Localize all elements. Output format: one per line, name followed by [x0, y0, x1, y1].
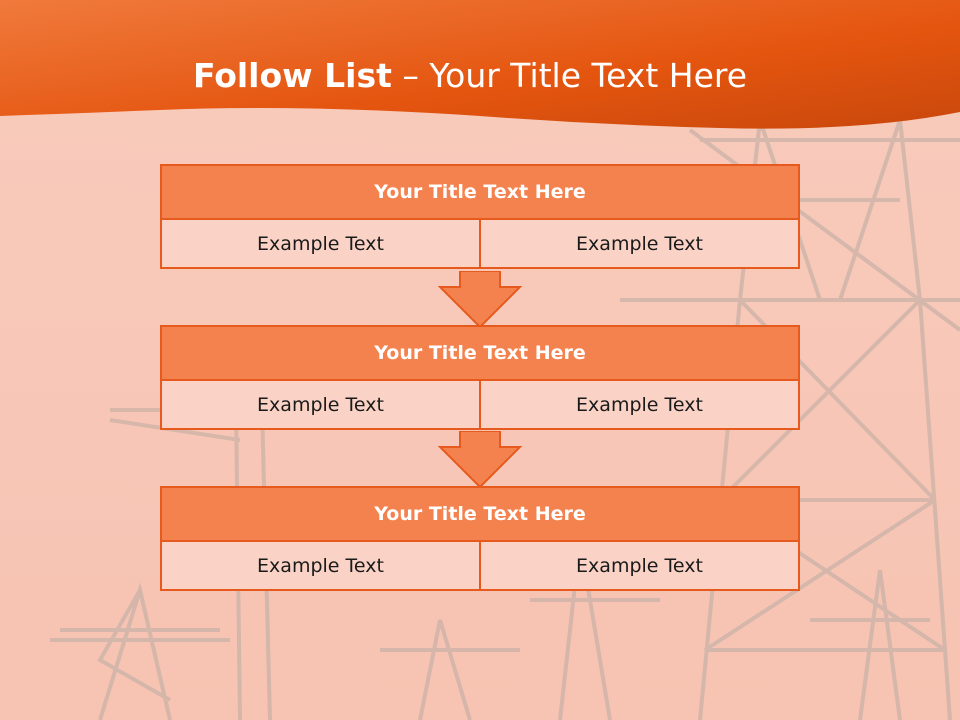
- step-row: Example Text Example Text: [160, 220, 800, 269]
- step-title: Your Title Text Here: [160, 164, 800, 220]
- step-row: Example Text Example Text: [160, 542, 800, 591]
- title-rest: – Your Title Text Here: [391, 56, 748, 95]
- down-arrow-icon: [438, 271, 522, 329]
- title-bold: Follow List: [192, 56, 392, 95]
- step-cell-left: Example Text: [257, 232, 384, 255]
- step-cell-left: Example Text: [257, 393, 384, 416]
- step-block-3: Your Title Text Here Example Text Exampl…: [160, 486, 800, 591]
- step-block-1: Your Title Text Here Example Text Exampl…: [160, 164, 800, 269]
- step-row: Example Text Example Text: [160, 381, 800, 430]
- step-cell-right: Example Text: [479, 220, 798, 267]
- step-cell-right: Example Text: [479, 381, 798, 428]
- step-cell-left: Example Text: [257, 554, 384, 577]
- slide-title: Follow List – Your Title Text Here: [0, 56, 940, 95]
- step-title: Your Title Text Here: [160, 325, 800, 381]
- step-block-2: Your Title Text Here Example Text Exampl…: [160, 325, 800, 430]
- down-arrow-icon: [438, 431, 522, 489]
- step-cell-right: Example Text: [479, 542, 798, 589]
- step-title: Your Title Text Here: [160, 486, 800, 542]
